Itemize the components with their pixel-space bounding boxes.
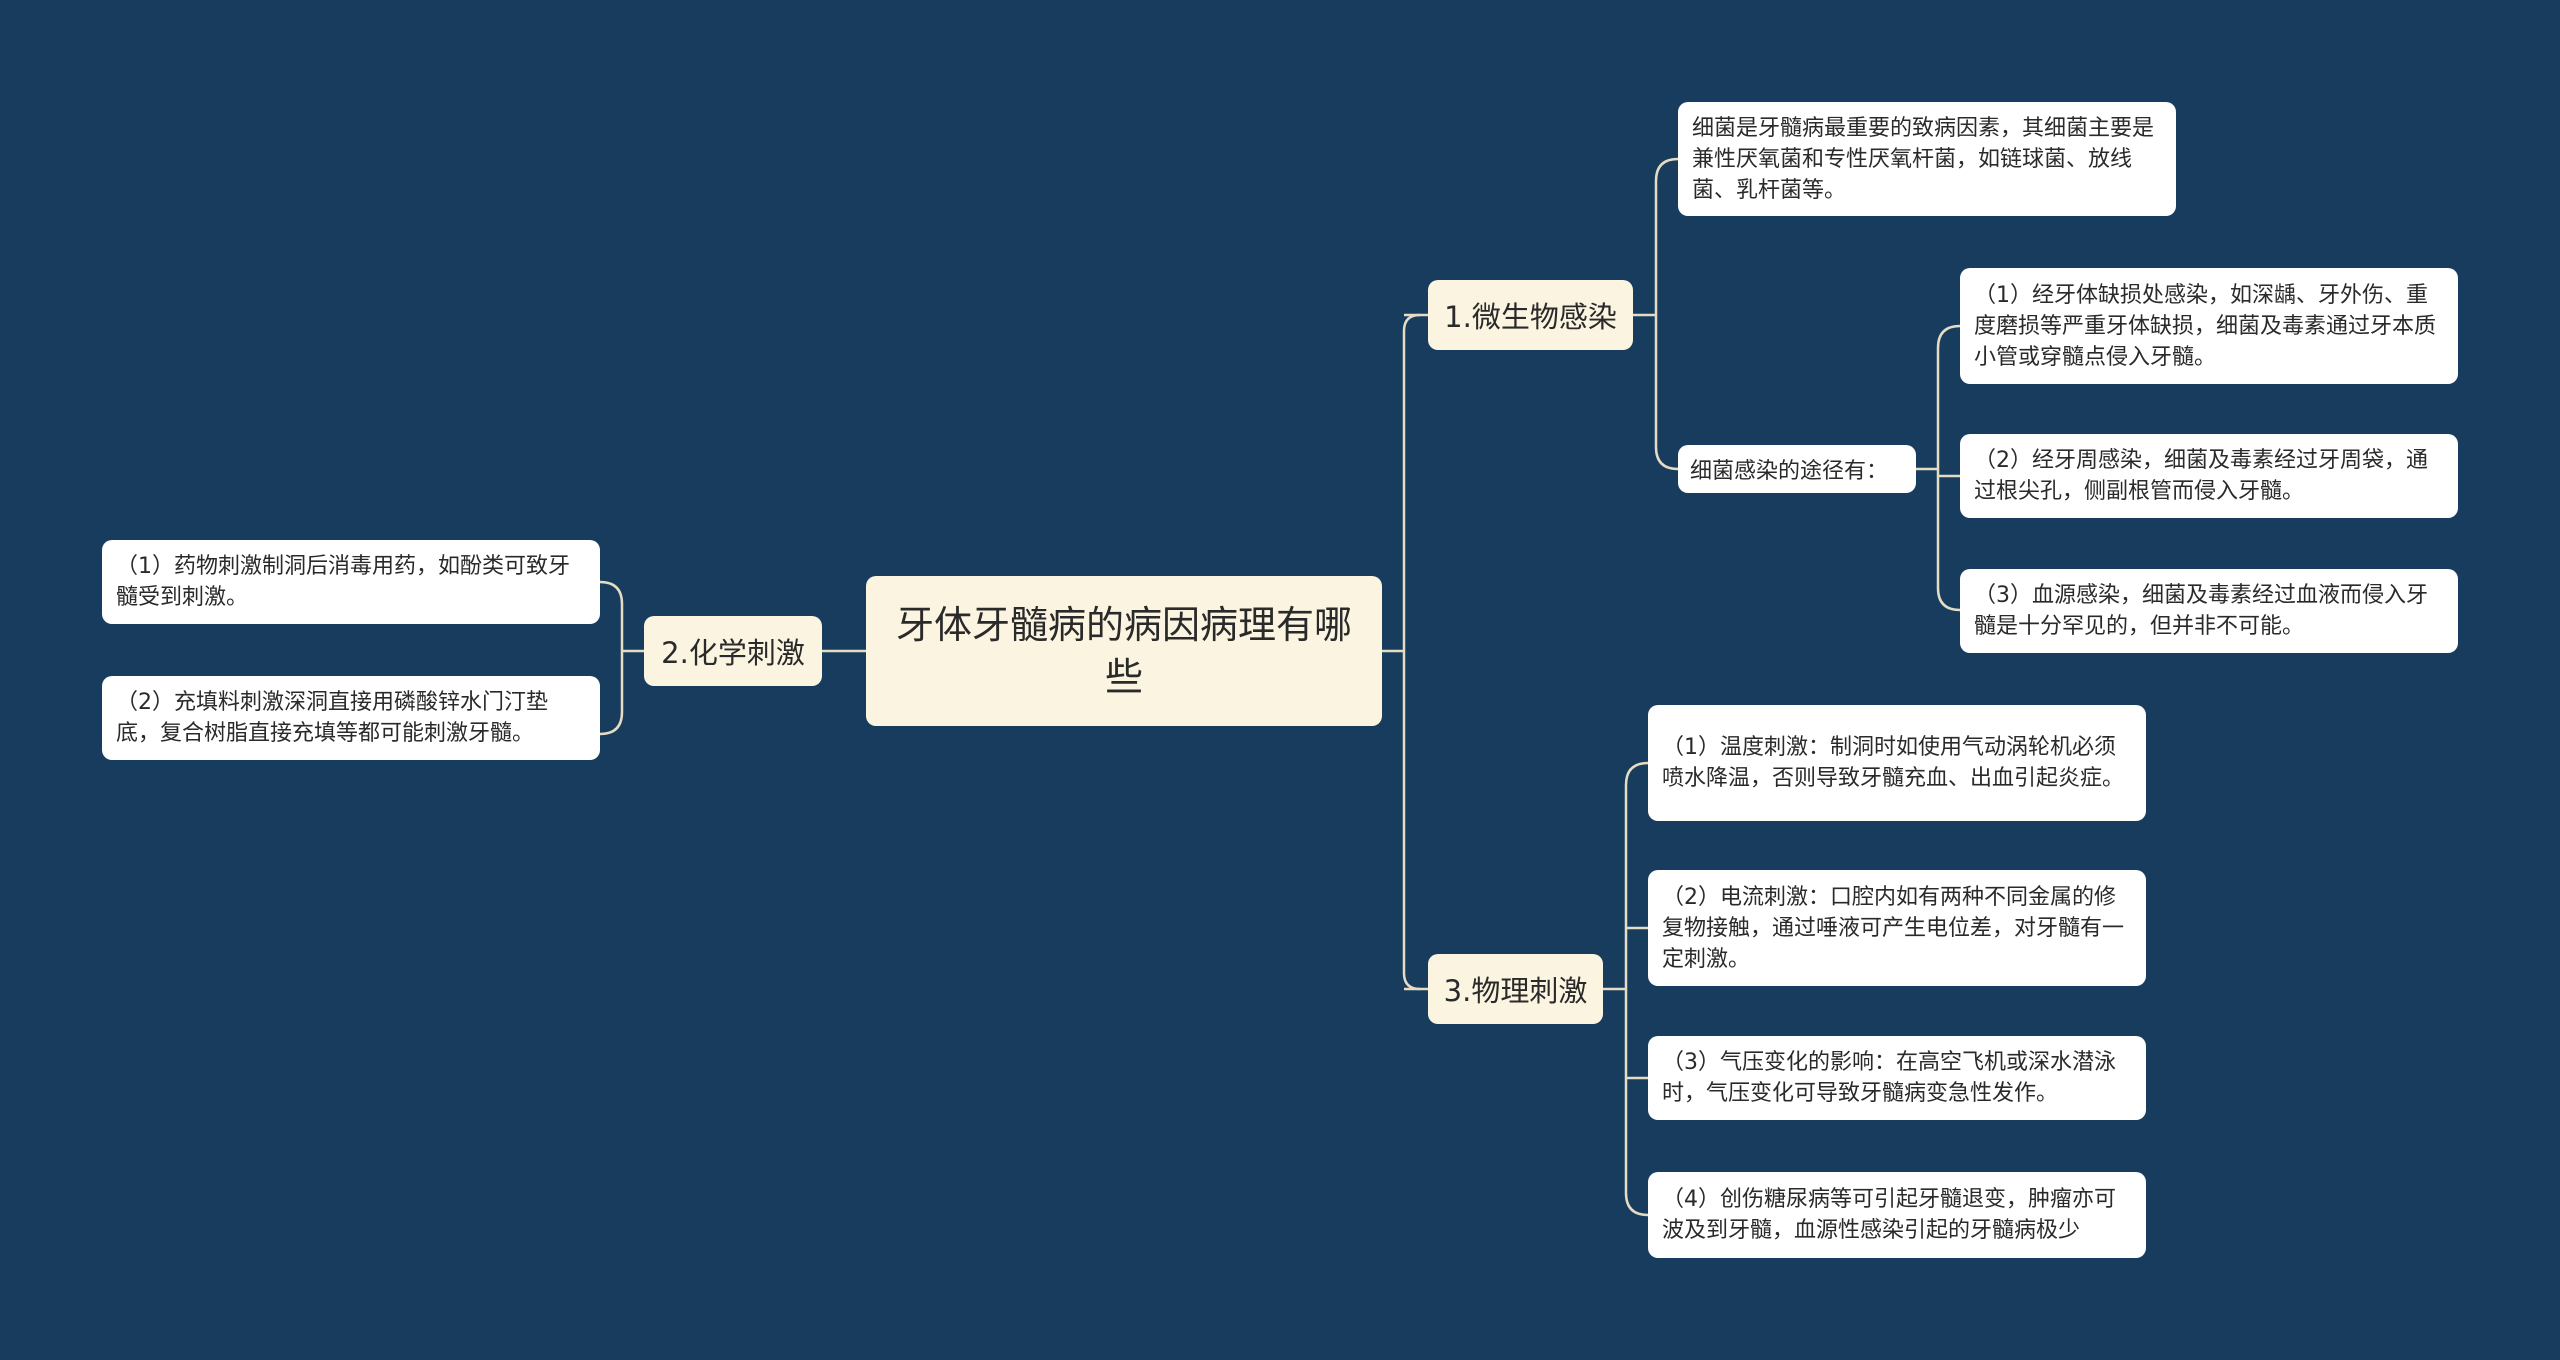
leaf-text: （4）创伤糖尿病等可引起牙髓退变，肿瘤亦可波及到牙髓，血源性感染引起的牙髓病极少 — [1662, 1187, 2116, 1243]
leaf-text: 细菌是牙髓病最重要的致病因素，其细菌主要是兼性厌氧菌和专性厌氧杆菌，如链球菌、放… — [1692, 115, 2155, 203]
leaf-current-stimulation[interactable]: （2）电流刺激：口腔内如有两种不同金属的修复物接触，通过唾液可产生电位差，对牙髓… — [1648, 870, 2146, 986]
leaf-bacteria-intro[interactable]: 细菌是牙髓病最重要的致病因素，其细菌主要是兼性厌氧菌和专性厌氧杆菌，如链球菌、放… — [1678, 102, 2176, 216]
leaf-text: 细菌感染的途径有： — [1690, 459, 1889, 484]
leaf-trauma-diabetes[interactable]: （4）创伤糖尿病等可引起牙髓退变，肿瘤亦可波及到牙髓，血源性感染引起的牙髓病极少 — [1648, 1172, 2146, 1258]
leaf-pressure-change[interactable]: （3）气压变化的影响：在高空飞机或深水潜泳时，气压变化可导致牙髓病变急性发作。 — [1648, 1036, 2146, 1120]
leaf-text: （1）经牙体缺损处感染，如深龋、牙外伤、重度磨损等严重牙体缺损，细菌及毒素通过牙… — [1974, 282, 2437, 370]
leaf-route-tooth-defect[interactable]: （1）经牙体缺损处感染，如深龋、牙外伤、重度磨损等严重牙体缺损，细菌及毒素通过牙… — [1960, 268, 2458, 384]
connector-right-trunk — [1402, 313, 1421, 991]
connector-branch2-leaves — [599, 580, 624, 736]
leaf-text: （2）经牙周感染，细菌及毒素经过牙周袋，通过根尖孔，侧副根管而侵入牙髓。 — [1974, 448, 2428, 504]
branch-microbial-infection[interactable]: 1.微生物感染 — [1428, 280, 1633, 350]
leaf-route-blood[interactable]: （3）血源感染，细菌及毒素经过血液而侵入牙髓是十分罕见的，但并非不可能。 — [1960, 569, 2458, 653]
leaf-text: （2）充填料刺激深洞直接用磷酸锌水门汀垫底，复合树脂直接充填等都可能刺激牙髓。 — [116, 690, 548, 746]
leaf-text: （1）温度刺激：制洞时如使用气动涡轮机必须喷水降温，否则导致牙髓充血、出血引起炎… — [1662, 735, 2125, 791]
branch-label: 2.化学刺激 — [661, 636, 805, 670]
leaf-text: （2）电流刺激：口腔内如有两种不同金属的修复物接触，通过唾液可产生电位差，对牙髓… — [1662, 884, 2125, 972]
leaf-text: （3）血源感染，细菌及毒素经过血液而侵入牙髓是十分罕见的，但并非不可能。 — [1974, 583, 2428, 639]
leaf-temperature-stimulation[interactable]: （1）温度刺激：制洞时如使用气动涡轮机必须喷水降温，否则导致牙髓充血、出血引起炎… — [1648, 705, 2146, 821]
connector-route-leaves — [1936, 324, 1961, 612]
central-topic[interactable]: 牙体牙髓病的病因病理有哪些 — [866, 576, 1382, 726]
leaf-drug-stimulation[interactable]: （1）药物刺激制洞后消毒用药，如酚类可致牙髓受到刺激。 — [102, 540, 600, 624]
central-topic-label: 牙体牙髓病的病因病理有哪些 — [896, 603, 1353, 699]
connector-branch1-leaves — [1654, 157, 1679, 471]
leaf-text: （1）药物刺激制洞后消毒用药，如酚类可致牙髓受到刺激。 — [116, 554, 570, 610]
branch-physical-stimulation[interactable]: 3.物理刺激 — [1428, 954, 1603, 1024]
connector-branch3-leaves — [1624, 761, 1649, 1217]
leaf-filling-stimulation[interactable]: （2）充填料刺激深洞直接用磷酸锌水门汀垫底，复合树脂直接充填等都可能刺激牙髓。 — [102, 676, 600, 760]
branch-chemical-stimulation[interactable]: 2.化学刺激 — [644, 616, 822, 686]
leaf-infection-routes-label[interactable]: 细菌感染的途径有： — [1678, 445, 1916, 493]
branch-label: 3.物理刺激 — [1443, 974, 1588, 1008]
leaf-route-periodontal[interactable]: （2）经牙周感染，细菌及毒素经过牙周袋，通过根尖孔，侧副根管而侵入牙髓。 — [1960, 434, 2458, 518]
branch-label: 1.微生物感染 — [1444, 300, 1617, 334]
leaf-text: （3）气压变化的影响：在高空飞机或深水潜泳时，气压变化可导致牙髓病变急性发作。 — [1662, 1050, 2116, 1106]
